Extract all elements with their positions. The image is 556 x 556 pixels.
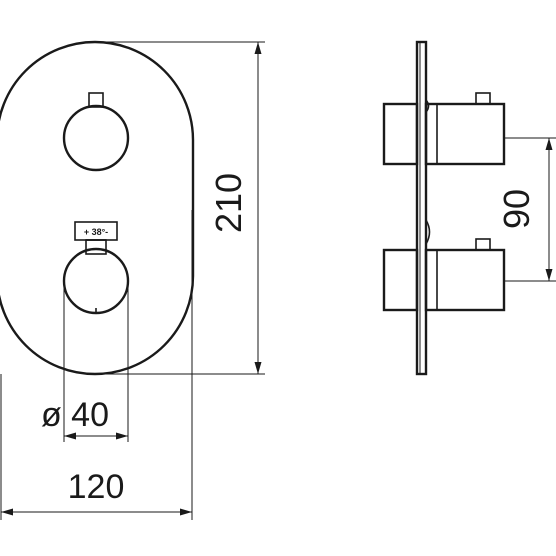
front-dimensions: 210 ø 40 120 [0, 41, 265, 520]
lower-knob-circle [62, 247, 130, 315]
side-back-body-lower [382, 248, 419, 312]
side-plate [415, 40, 428, 376]
arrow-spacing-top [545, 138, 553, 150]
side-back-body-upper [382, 102, 419, 166]
side-upper-handle-pin [475, 92, 491, 105]
side-upper-handle [424, 92, 506, 166]
dim-label-knob: ø 40 [41, 396, 109, 434]
dim-label-spacing: 90 [496, 189, 537, 229]
arrow-height-top [254, 42, 262, 54]
arrow-knob-right [116, 432, 128, 440]
temperature-indicator: + 38°- [74, 221, 118, 241]
side-lower-handle [424, 238, 506, 312]
arrow-spacing-bottom [545, 269, 553, 281]
lower-knob [62, 239, 130, 315]
cover-plate-outline [0, 40, 195, 376]
arrow-width-left [1, 508, 13, 516]
side-dimensions: 90 [496, 137, 556, 282]
upper-knob [62, 92, 130, 172]
side-seal-middle [425, 219, 431, 245]
arrow-width-right [180, 508, 192, 516]
lower-knob-stem [85, 239, 107, 255]
arrow-knob-left [64, 432, 76, 440]
side-upper-handle-body [424, 102, 506, 166]
side-view [382, 40, 506, 376]
side-lower-handle-body [424, 248, 506, 312]
front-view: + 38°- [0, 40, 195, 376]
dim-label-width: 120 [68, 468, 125, 506]
upper-knob-circle [62, 104, 130, 172]
arrow-height-bottom [254, 362, 262, 374]
side-lower-handle-pin [475, 238, 491, 251]
temperature-indicator-label: + 38°- [84, 227, 108, 237]
dim-label-height: 210 [208, 173, 249, 233]
